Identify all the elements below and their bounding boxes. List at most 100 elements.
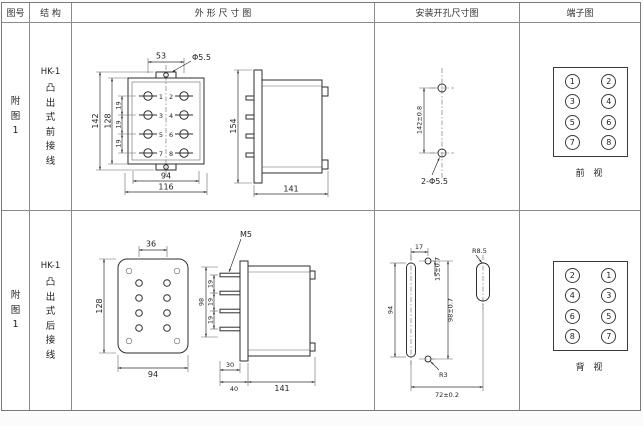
side-view-dimensions: 154 141 (229, 69, 329, 197)
dim-label: 19 (115, 120, 123, 128)
terminal-number: 3 (159, 112, 163, 120)
header-structure: 结 构 (30, 3, 72, 23)
dim-label: 15±0.7 (434, 257, 442, 281)
structure-char: 式 (45, 306, 56, 317)
terminal-circle: 8 (601, 135, 617, 151)
model-label: HK-1 (40, 67, 61, 77)
terminal-circle: 4 (601, 94, 617, 110)
row2-figure-cell: 附 图 1 (2, 211, 30, 410)
dim-label: 53 (156, 52, 166, 61)
structure-char: 出 (45, 291, 56, 303)
row1-figure-number: 附 图 1 (2, 23, 29, 210)
row2-structure-cell: HK-1 凸 出 式 后 接 线 (30, 211, 72, 410)
terminal-number: 4 (169, 112, 173, 120)
terminal-number: 8 (169, 150, 173, 158)
dim-label: 17 (415, 243, 423, 251)
terminal-box: 1 2 3 4 5 6 7 8 (553, 67, 628, 157)
dim-label: 128 (104, 113, 113, 128)
rear-view-dimensions: 36 128 94 (95, 240, 189, 379)
terminal-circle: 2 (601, 73, 617, 89)
structure-char: 线 (45, 155, 56, 167)
side-terminals (245, 95, 255, 158)
dim-label: 141 (283, 185, 298, 194)
dim-label: 30 (226, 361, 234, 369)
structure-char: 后 (45, 320, 56, 332)
terminal-number: 6 (169, 131, 173, 139)
row2-outline-cell: 36 128 94 (72, 211, 375, 410)
terminal-circle: 3 (564, 94, 580, 110)
terminal-number: 2 (169, 93, 173, 101)
dim-label: 19 (207, 316, 215, 324)
dim-label: 142 (91, 113, 100, 128)
outline-drawing-rear-wiring: 36 128 94 (95, 230, 316, 393)
terminal-box: 2 1 4 3 6 5 8 7 (553, 261, 628, 351)
terminal-diagram-rear: 2 1 4 3 6 5 8 7 背 视 (553, 261, 628, 373)
mounting-hole-drawing: 142±0.8 2-Φ5.5 (416, 68, 454, 186)
terminal-circle: 1 (601, 267, 617, 283)
structure-char: 出 (45, 97, 56, 109)
dim-label: Φ5.5 (192, 53, 211, 62)
header-terminal-label: 端子图 (566, 9, 594, 19)
header-structure-label: 结 构 (40, 9, 61, 19)
dim-label: 98 (198, 298, 206, 306)
dim-label: 2-Φ5.5 (421, 177, 448, 186)
terminal-circle: 2 (564, 267, 580, 283)
header-mounting: 安装开孔尺寸图 (375, 3, 520, 23)
figure-char: 1 (12, 125, 19, 137)
dim-label: 94 (161, 172, 171, 181)
terminal-number: 1 (159, 93, 163, 101)
terminal-number: 5 (159, 131, 163, 139)
structure-char: 凸 (45, 83, 56, 94)
view-label: 前 视 (575, 169, 606, 179)
row1-structure-cell: HK-1 凸 出 式 前 接 线 (30, 23, 72, 211)
row2-mounting-cell: 17 15±0.7 94 98±0.7 R8.5 R3 72±0.2 (375, 211, 520, 410)
row1-mounting-cell: 142±0.8 2-Φ5.5 (375, 23, 520, 211)
terminal-numbers: 1 2 3 4 5 6 7 8 (159, 93, 173, 158)
row1-structure-type: HK-1 凸 出 式 前 接 线 (30, 23, 71, 210)
mounting-hole-drawing-rear: 17 15±0.7 94 98±0.7 R8.5 R3 72±0.2 (387, 243, 490, 399)
dim-label: 72±0.2 (435, 391, 459, 399)
mounting-dimensions: 17 15±0.7 94 98±0.7 R8.5 R3 72±0.2 (387, 243, 487, 399)
structure-char: 式 (45, 112, 56, 123)
terminal-circle: 6 (564, 308, 580, 324)
dim-label: 19 (115, 101, 123, 109)
dim-label: 98±0.7 (447, 298, 455, 322)
terminal-circle: 7 (601, 329, 617, 345)
dim-label: 94 (387, 306, 395, 314)
header-fig-no: 图号 (2, 3, 30, 23)
terminal-screws (139, 91, 193, 158)
structure-char: 接 (45, 335, 56, 346)
view-label: 背 视 (575, 363, 606, 373)
header-outline: 外 形 尺 寸 图 (72, 3, 375, 23)
header-outline-label: 外 形 尺 寸 图 (194, 9, 252, 19)
terminal-circle: 3 (601, 288, 617, 304)
side-studs (219, 272, 241, 332)
rear-studs (135, 279, 171, 332)
model-label: HK-1 (40, 261, 61, 271)
side-view-dimensions: M5 98 19 19 19 30 40 (198, 230, 316, 393)
dim-label: 116 (158, 183, 173, 192)
mounting-holes-front-wiring: 142±0.8 2-Φ5.5 (416, 68, 454, 186)
structure-char: 前 (45, 126, 56, 138)
row1-figure-cell: 附 图 1 (2, 23, 30, 211)
structure-char: 凸 (45, 277, 56, 288)
terminal-number: 7 (159, 150, 163, 158)
row1-outline-cell: 1 2 3 4 5 6 7 8 53 Φ5.5 (72, 23, 375, 211)
relay-rear-view: 36 128 94 (95, 240, 189, 379)
spec-table: 图号 结 构 外 形 尺 寸 图 安装开孔尺寸图 端子图 附 图 1 HK-1 … (1, 2, 641, 411)
row1-terminal-cell: 1 2 3 4 5 6 7 8 前 视 (520, 23, 640, 211)
header-fig-no-label: 图号 (6, 9, 25, 19)
terminal-circle: 6 (601, 114, 617, 130)
relay-side-view-rear: M5 98 19 19 19 30 40 (198, 230, 316, 393)
row2-structure-type: HK-1 凸 出 式 后 接 线 (30, 211, 71, 410)
dim-label: 154 (229, 118, 238, 133)
figure-char: 附 (10, 96, 21, 108)
dim-label: 19 (115, 139, 123, 147)
outline-drawing-front-wiring: 1 2 3 4 5 6 7 8 53 Φ5.5 (91, 52, 329, 197)
dim-label: R3 (439, 371, 448, 379)
dim-label: 142±0.8 (416, 106, 424, 134)
terminal-circle: 5 (564, 114, 580, 130)
dim-label: 36 (146, 240, 156, 249)
front-view-dimensions: 53 Φ5.5 142 128 19 19 19 (91, 52, 211, 195)
figure-char: 1 (12, 319, 19, 331)
